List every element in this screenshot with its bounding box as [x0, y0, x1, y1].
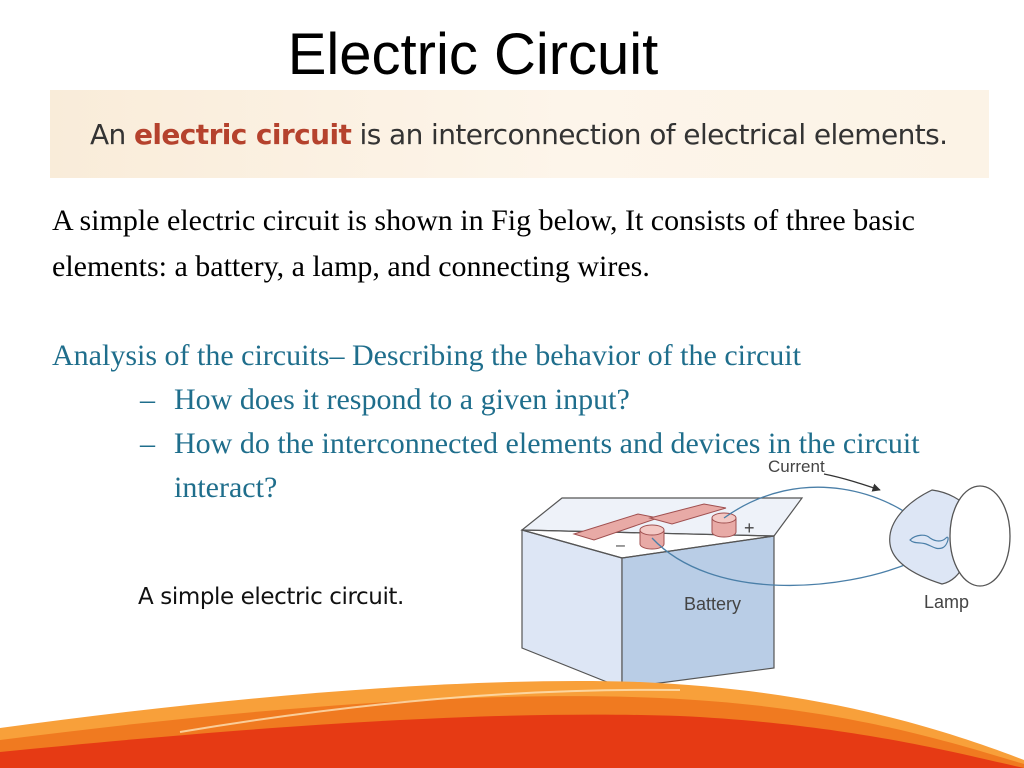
definition-prefix: An	[90, 118, 135, 151]
current-arrow	[823, 473, 881, 492]
definition-suffix: is an interconnection of electrical elem…	[351, 118, 948, 151]
battery: – + Battery	[520, 497, 804, 689]
lamp-label: Lamp	[924, 592, 969, 612]
analysis-bullet: – How does it respond to a given input?	[52, 378, 1012, 422]
decorative-wave	[0, 681, 1024, 768]
circuit-figure: – + Battery Current Lamp	[520, 457, 1011, 689]
analysis-bullet: – How do the interconnected elements and…	[52, 422, 1012, 510]
lamp-base	[949, 485, 1011, 587]
intro-paragraph: A simple electric circuit is shown in Fi…	[52, 204, 915, 283]
definition-emphasis: electric circuit	[134, 118, 352, 151]
analysis-heading: Analysis of the circuits– Describing the…	[52, 339, 801, 372]
bullet-text: How does it respond to a given input?	[174, 383, 630, 416]
analysis-section: Analysis of the circuits– Describing the…	[52, 334, 1012, 510]
battery-label: Battery	[684, 594, 741, 614]
minus-sign: –	[616, 537, 625, 554]
slide-title: Electric Circuit	[287, 22, 659, 87]
lamp-filament	[909, 534, 949, 550]
definition-text: An electric circuit is an interconnectio…	[90, 118, 948, 151]
terminal-bar	[648, 503, 727, 525]
current-label: Current	[768, 457, 825, 476]
positive-terminal	[711, 512, 737, 538]
definition-banner: An electric circuit is an interconnectio…	[50, 90, 989, 178]
lamp: Lamp	[889, 485, 1011, 612]
bullet-marker: –	[140, 383, 155, 416]
bullet-marker: –	[140, 427, 155, 460]
bullet-text: How do the interconnected elements and d…	[174, 427, 920, 504]
plus-sign: +	[744, 518, 755, 538]
figure-caption: A simple electric circuit.	[138, 584, 404, 610]
